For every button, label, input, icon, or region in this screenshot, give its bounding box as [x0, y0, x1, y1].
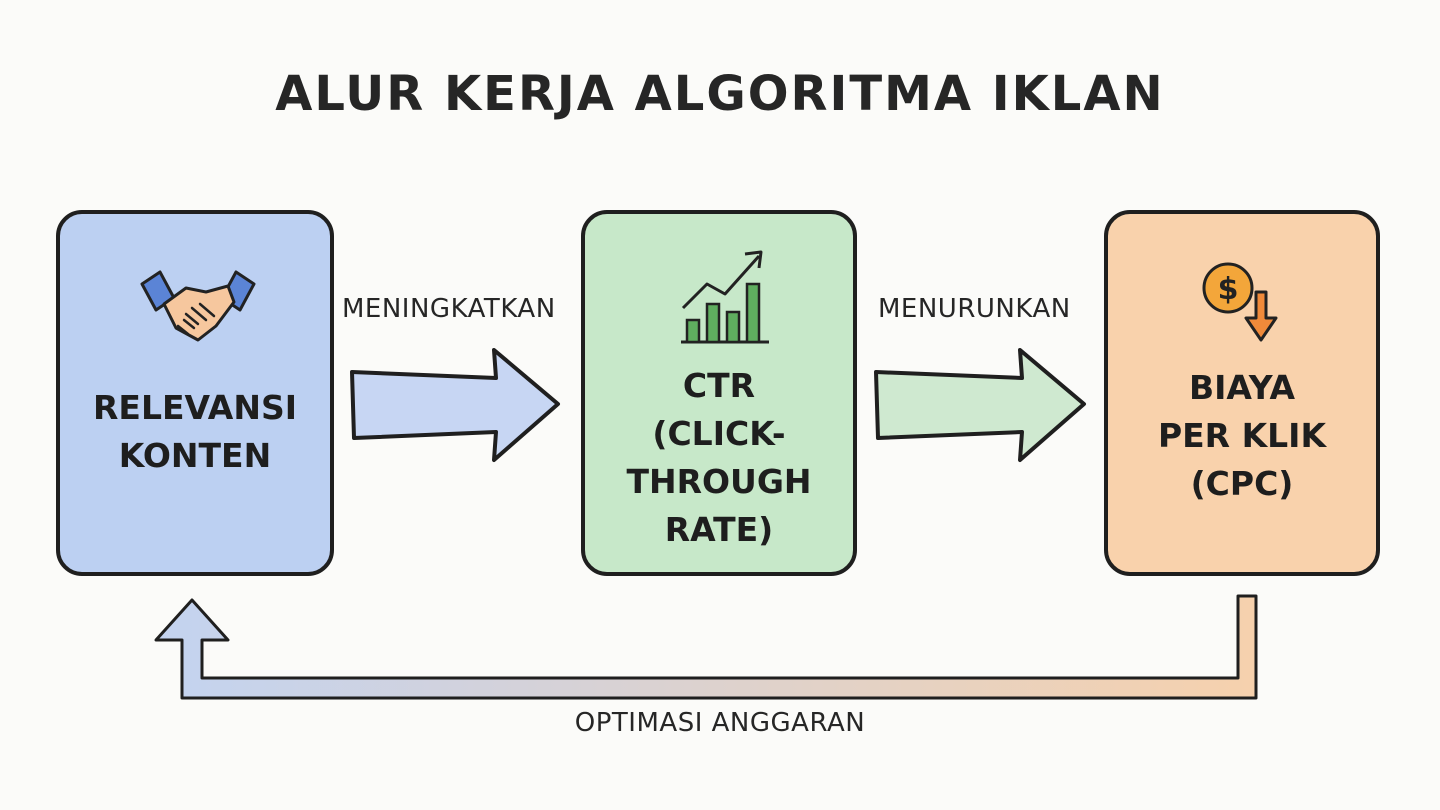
- edge-label-menurunkan: MENURUNKAN: [878, 294, 1071, 324]
- node-ctr: CTR (CLICK- THROUGH RATE): [581, 210, 857, 576]
- edge-label-meningkatkan: MENINGKATKAN: [342, 294, 556, 324]
- node-label: BIAYA PER KLIK (CPC): [1157, 368, 1327, 503]
- handshake-icon: [140, 270, 256, 342]
- arrow-optimasi-anggaran: [154, 594, 1258, 700]
- node-label: RELEVANSI KONTEN: [92, 388, 298, 475]
- diagram-title: ALUR KERJA ALGORITMA IKLAN: [275, 66, 1165, 122]
- arrow-menurunkan: [874, 348, 1086, 462]
- arrow-meningkatkan: [350, 348, 560, 462]
- chart-trend-up-icon: [681, 250, 769, 344]
- svg-text:$: $: [1218, 272, 1239, 307]
- node-label: CTR (CLICK- THROUGH RATE): [626, 366, 812, 549]
- node-biaya-per-klik: $ BIAYA PER KLIK (CPC): [1104, 210, 1380, 576]
- edge-label-optimasi-anggaran: OPTIMASI ANGGARAN: [574, 708, 866, 738]
- node-relevansi-konten: RELEVANSI KONTEN: [56, 210, 334, 576]
- dollar-down-icon: $: [1202, 262, 1278, 342]
